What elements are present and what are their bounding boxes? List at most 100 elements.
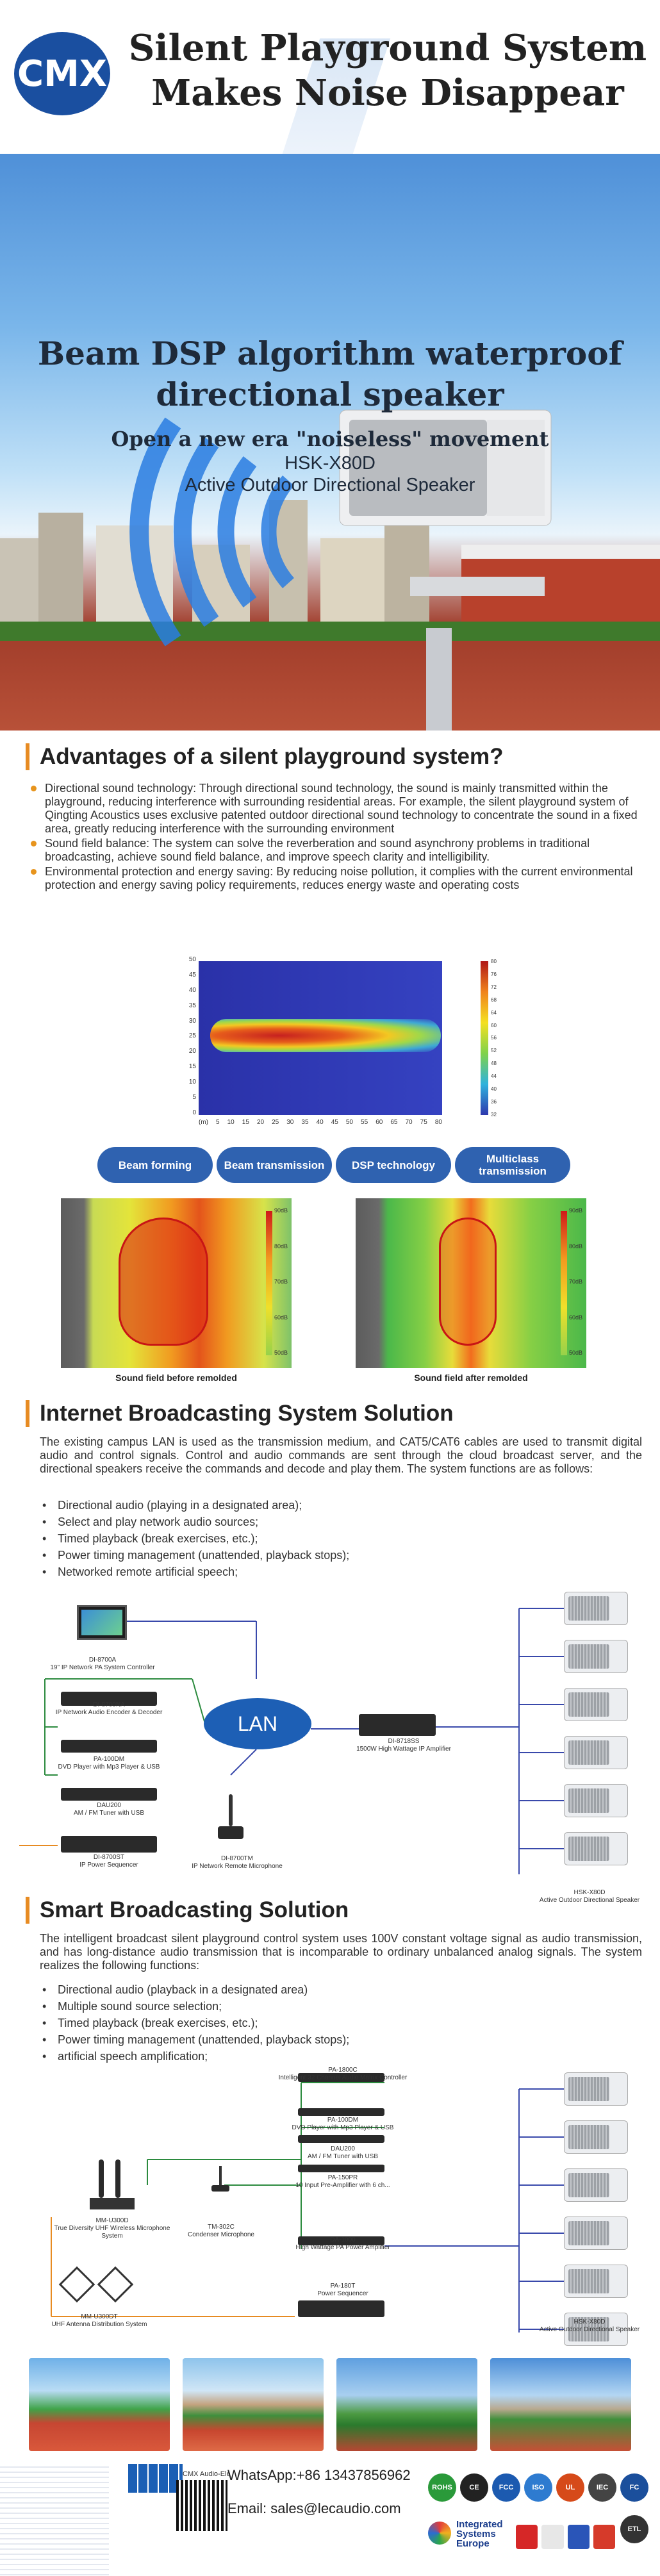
- soundfield-after-hotspot: [439, 1218, 497, 1346]
- partner-logo-icon: [516, 2525, 538, 2549]
- ul-badge-icon: UL: [556, 2473, 584, 2502]
- heatmap-scale-tick: 68: [491, 996, 497, 1003]
- heatmap-scale-tick: 56: [491, 1035, 497, 1041]
- heatmap-x-tick: 80: [434, 1119, 442, 1126]
- hero-subtitle: Open a new era "noiseless" movement: [111, 427, 549, 451]
- heatmap-y-tick: 5: [192, 1094, 196, 1102]
- soundfield-after-tick: 60dB: [569, 1314, 583, 1321]
- heatmap-scale-tick: 72: [491, 984, 497, 990]
- hero-illustration: [0, 409, 660, 731]
- footer-whatsapp[interactable]: WhatsApp:+86 13437856962: [227, 2467, 411, 2483]
- heatmap-x-tick: 50: [345, 1119, 353, 1126]
- soundfield-after-label: Sound field after remolded: [414, 1373, 528, 1383]
- directional-speaker-icon: [564, 2265, 628, 2298]
- heatmap-x-tick: 40: [316, 1119, 324, 1126]
- footer-company: CMX Audio-Ele: [183, 2470, 231, 2478]
- heatmap-y-tick: 35: [188, 1002, 196, 1009]
- hero-model-number: HSK-X80D: [285, 453, 375, 474]
- list-item: Environmental protection and energy savi…: [31, 865, 645, 892]
- soundfield-after-tick: 70dB: [569, 1278, 583, 1285]
- list-item: Directional audio (playback in a designa…: [40, 1981, 642, 1998]
- fcc-badge-icon: FCC: [492, 2473, 520, 2502]
- heatmap-scale-tick: 64: [491, 1009, 497, 1016]
- heatmap-y-tick: 20: [188, 1048, 196, 1055]
- etl-badge-icon: ETL: [620, 2515, 648, 2543]
- device-amplifier: [359, 1714, 436, 1736]
- soundfield-after-tick: 50dB: [569, 1350, 583, 1356]
- device-matrix: [298, 2073, 384, 2082]
- device-remote-mic: [218, 1794, 243, 1839]
- footer-photo: [29, 2358, 170, 2451]
- heatmap-plot: [199, 961, 442, 1115]
- heatmap-x-tick: 35: [301, 1119, 309, 1126]
- device-dvd: [298, 2108, 384, 2116]
- list-item: Power timing management (unattended, pla…: [40, 1547, 642, 1564]
- footer-document-thumb: [0, 2463, 109, 2576]
- internet-functions: Directional audio (playing in a designat…: [40, 1497, 642, 1580]
- qr-code[interactable]: [176, 2480, 227, 2531]
- soundfield-before-tick: 50dB: [274, 1350, 288, 1356]
- footer-photo: [336, 2358, 477, 2451]
- smart-functions: Directional audio (playback in a designa…: [40, 1981, 642, 2065]
- heatmap-scale-tick: 36: [491, 1098, 497, 1105]
- heatmap-scale-tick: 80: [491, 959, 497, 964]
- page-title: Silent Playground System Makes Noise Dis…: [122, 26, 654, 115]
- advantages-heading: Advantages of a silent playground system…: [26, 743, 504, 770]
- directional-speaker-icon: [564, 2168, 628, 2202]
- hero-title-line1: Beam DSP algorithm waterproof: [37, 334, 623, 372]
- heatmap-x-tick: 15: [242, 1119, 249, 1126]
- soundfield-before-tick: 70dB: [274, 1278, 288, 1285]
- heatmap-x-tick: 20: [256, 1119, 265, 1126]
- feature-beam-forming: Beam forming: [97, 1147, 213, 1183]
- partner-logo-icon: [428, 2522, 451, 2545]
- hero-product-name: Active Outdoor Directional Speaker: [185, 475, 475, 495]
- soundfield-before-scale: [266, 1211, 272, 1355]
- footer-brand-strip: [128, 2464, 183, 2493]
- brand-logo[interactable]: CMX: [14, 32, 110, 115]
- device-tuner: [298, 2135, 384, 2143]
- internet-diagram-lines: [19, 1608, 564, 1874]
- advantages-list: Directional sound technology: Through di…: [31, 782, 645, 893]
- partner-name: Integrated Systems Europe: [456, 2520, 503, 2548]
- partner-logo-icon: [567, 2525, 590, 2549]
- heatmap-x-tick: 30: [286, 1119, 294, 1126]
- heatmap-y-tick: 0: [192, 1109, 196, 1116]
- heatmap-y-tick: 50: [188, 956, 196, 963]
- internet-intro: The existing campus LAN is used as the t…: [40, 1435, 642, 1475]
- heatmap-x-unit: (m): [199, 1119, 208, 1126]
- partner-name-line1: Integrated: [456, 2519, 503, 2530]
- smart-heading: Smart Broadcasting Solution: [26, 1897, 349, 1924]
- heatmap-beam: [210, 1019, 441, 1052]
- lan-node: LAN: [204, 1698, 311, 1749]
- heatmap-scale-tick: 32: [491, 1111, 497, 1118]
- partner-name-line3: Europe: [456, 2538, 490, 2549]
- list-item: artificial speech amplification;: [40, 2048, 642, 2065]
- heatmap-x-tick: 70: [405, 1119, 413, 1126]
- list-item: Directional sound technology: Through di…: [31, 782, 645, 836]
- list-item: Timed playback (break exercises, etc.);: [40, 1530, 642, 1547]
- list-item: Directional audio (playing in a designat…: [40, 1497, 642, 1514]
- list-item: Power timing management (unattended, pla…: [40, 2031, 642, 2048]
- device-preamp: [298, 2165, 384, 2172]
- footer-photo: [490, 2358, 631, 2451]
- footer-email[interactable]: Email: sales@lecaudio.com: [227, 2500, 401, 2516]
- partner-name-line2: Systems: [456, 2529, 496, 2539]
- heatmap-y-tick: 30: [188, 1017, 196, 1025]
- ce-badge-icon: CE: [460, 2473, 488, 2502]
- hero-title-line2: directional speaker: [156, 376, 504, 413]
